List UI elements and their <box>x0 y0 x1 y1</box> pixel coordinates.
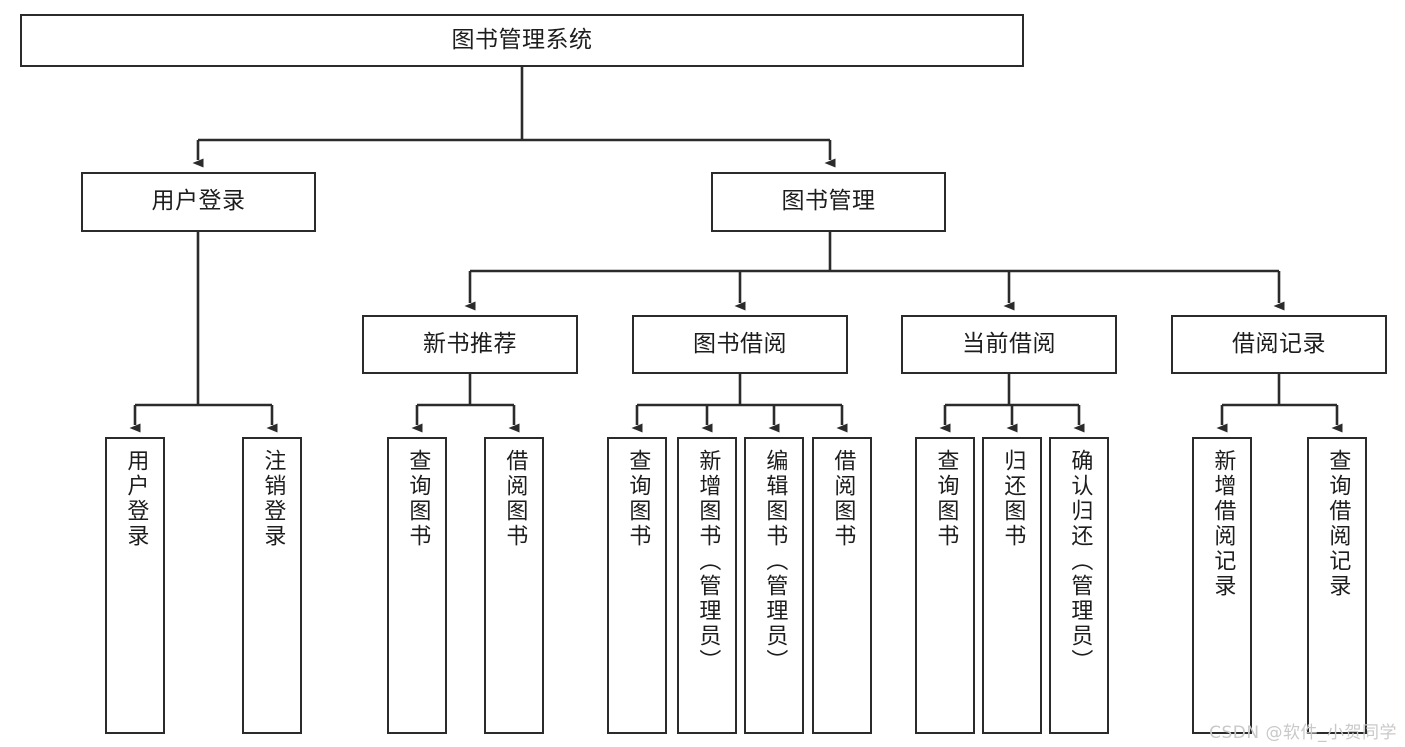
node-book-manage-label: 图书管理 <box>781 188 876 215</box>
node-user-login-label: 用户登录 <box>151 188 246 215</box>
node-leaf-query-book-1-label: 查询图书 <box>405 449 431 549</box>
node-leaf-borrow-book-2-label: 借阅图书 <box>830 449 856 549</box>
node-new-book-rec-label: 新书推荐 <box>423 330 517 357</box>
node-leaf-add-book-label: 新增图书（管理员） <box>695 449 721 674</box>
node-current-borrow[interactable]: 当前借阅 <box>901 315 1117 374</box>
node-leaf-confirm-return-label: 确认归还（管理员） <box>1067 449 1093 674</box>
node-root[interactable]: 图书管理系统 <box>20 14 1024 67</box>
node-leaf-edit-book-label: 编辑图书（管理员） <box>762 449 788 674</box>
node-leaf-query-book-2-label: 查询图书 <box>625 449 651 549</box>
node-borrow-record-label: 借阅记录 <box>1232 330 1326 357</box>
node-current-borrow-label: 当前借阅 <box>962 330 1056 357</box>
node-leaf-return-book-label: 归还图书 <box>1000 449 1026 549</box>
node-leaf-confirm-return[interactable]: 确认归还（管理员） <box>1049 437 1109 734</box>
node-book-borrow-label: 图书借阅 <box>693 330 787 357</box>
node-leaf-user-logout-label: 注销登录 <box>260 449 286 549</box>
node-leaf-borrow-book-2[interactable]: 借阅图书 <box>812 437 872 734</box>
node-leaf-query-record[interactable]: 查询借阅记录 <box>1307 437 1367 734</box>
node-leaf-query-book-2[interactable]: 查询图书 <box>607 437 667 734</box>
node-leaf-add-record-label: 新增借阅记录 <box>1210 449 1236 599</box>
node-leaf-user-login-label: 用户登录 <box>123 449 149 549</box>
node-user-login[interactable]: 用户登录 <box>81 172 316 232</box>
node-leaf-edit-book[interactable]: 编辑图书（管理员） <box>744 437 804 734</box>
node-leaf-borrow-book-1-label: 借阅图书 <box>502 449 528 549</box>
node-leaf-user-logout[interactable]: 注销登录 <box>242 437 302 734</box>
node-leaf-return-book[interactable]: 归还图书 <box>982 437 1042 734</box>
node-book-manage[interactable]: 图书管理 <box>711 172 946 232</box>
node-leaf-query-book-3-label: 查询图书 <box>933 449 959 549</box>
watermark: CSDN @软件_小贺同学 <box>1209 723 1397 743</box>
node-borrow-record[interactable]: 借阅记录 <box>1171 315 1387 374</box>
node-leaf-borrow-book-1[interactable]: 借阅图书 <box>484 437 544 734</box>
node-leaf-query-book-1[interactable]: 查询图书 <box>387 437 447 734</box>
node-new-book-rec[interactable]: 新书推荐 <box>362 315 578 374</box>
node-root-label: 图书管理系统 <box>451 26 593 53</box>
node-leaf-add-record[interactable]: 新增借阅记录 <box>1192 437 1252 734</box>
node-leaf-add-book[interactable]: 新增图书（管理员） <box>677 437 737 734</box>
node-leaf-query-book-3[interactable]: 查询图书 <box>915 437 975 734</box>
node-book-borrow[interactable]: 图书借阅 <box>632 315 848 374</box>
node-leaf-query-record-label: 查询借阅记录 <box>1325 449 1351 599</box>
node-leaf-user-login[interactable]: 用户登录 <box>105 437 165 734</box>
